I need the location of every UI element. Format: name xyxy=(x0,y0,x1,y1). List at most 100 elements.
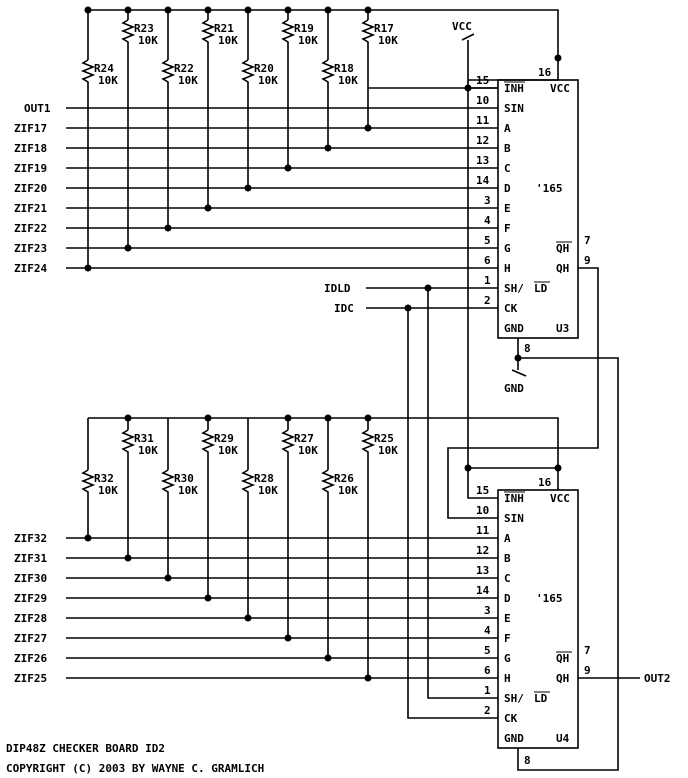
resistor-value: 10K xyxy=(98,484,118,497)
pin-name: A xyxy=(504,532,511,545)
pin-number: 6 xyxy=(484,664,491,677)
copyright-text: COPYRIGHT (C) 2003 BY WAYNE C. GRAMLICH xyxy=(6,762,264,775)
pin-number: 16 xyxy=(538,476,552,489)
pin-number: 6 xyxy=(484,254,491,267)
net-label: ZIF22 xyxy=(14,222,47,235)
pin-number: 7 xyxy=(584,234,591,247)
pin-name: G xyxy=(504,652,511,665)
resistor-ref: R22 xyxy=(174,62,194,75)
pin-name: SIN xyxy=(504,102,524,115)
board-title: DIP48Z CHECKER BOARD ID2 xyxy=(6,742,165,755)
net-label: ZIF32 xyxy=(14,532,47,545)
resistor-value: 10K xyxy=(298,34,318,47)
pin-name: INH xyxy=(504,82,524,95)
pin-number: 2 xyxy=(484,704,491,717)
net-label: ZIF21 xyxy=(14,202,47,215)
pin-name: QH xyxy=(556,262,569,275)
resistor-value: 10K xyxy=(138,34,158,47)
net-labels-top: OUT1 ZIF17 ZIF18 ZIF19 ZIF20 ZIF21 ZIF22… xyxy=(14,102,354,315)
pin-name: D xyxy=(504,592,511,605)
net-label: ZIF25 xyxy=(14,672,47,685)
pin-name: VCC xyxy=(550,82,570,95)
resistor-ref: R30 xyxy=(174,472,194,485)
resistor-value: 10K xyxy=(378,34,398,47)
gnd-label: GND xyxy=(504,382,524,395)
resistor-value: 10K xyxy=(218,444,238,457)
chip-u3-body xyxy=(497,79,579,339)
pin-number: 2 xyxy=(484,294,491,307)
pin-name: GND xyxy=(504,322,524,335)
chip-u4-pins: 15 10 16 11 12 13 14 3 4 5 6 1 2 8 7 9 I… xyxy=(476,476,591,767)
resistor-value: 10K xyxy=(338,74,358,87)
pin-name: E xyxy=(504,202,511,215)
pin-number: 8 xyxy=(524,754,531,767)
pin-name: F xyxy=(504,222,511,235)
pin-number: 1 xyxy=(484,684,491,697)
pin-name: A xyxy=(504,122,511,135)
pin-number: 7 xyxy=(584,644,591,657)
resistor-ref: R18 xyxy=(334,62,354,75)
pin-number: 9 xyxy=(584,664,591,677)
pin-name: H xyxy=(504,672,511,685)
net-labels-bottom: ZIF32 ZIF31 ZIF30 ZIF29 ZIF28 ZIF27 ZIF2… xyxy=(14,532,671,685)
pin-name: C xyxy=(504,572,511,585)
resistor-ref: R32 xyxy=(94,472,114,485)
pin-name: D xyxy=(504,182,511,195)
pin-name: QH xyxy=(556,242,569,255)
pin-number: 3 xyxy=(484,604,491,617)
net-label: ZIF30 xyxy=(14,572,47,585)
resistor-value: 10K xyxy=(178,484,198,497)
pin-name: G xyxy=(504,242,511,255)
chip-part: '165 xyxy=(536,592,563,605)
net-label: ZIF20 xyxy=(14,182,47,195)
resistor-value: 10K xyxy=(258,484,278,497)
resistor-ref: R17 xyxy=(374,22,394,35)
net-label: ZIF17 xyxy=(14,122,47,135)
pin-number: 11 xyxy=(476,524,490,537)
chip-ref: U4 xyxy=(556,732,570,745)
pin-number: 15 xyxy=(476,74,489,87)
pin-name: C xyxy=(504,162,511,175)
pin-number: 8 xyxy=(524,342,531,355)
pin-name: INH xyxy=(504,492,524,505)
pin-number: 10 xyxy=(476,504,489,517)
pin-number: 4 xyxy=(484,624,491,637)
net-label: ZIF31 xyxy=(14,552,47,565)
resistor-value: 10K xyxy=(298,444,318,457)
resistor-ref: R24 xyxy=(94,62,114,75)
resistor-ref: R26 xyxy=(334,472,354,485)
resistor-ref: R23 xyxy=(134,22,154,35)
pin-number: 5 xyxy=(484,644,491,657)
pin-number: 13 xyxy=(476,564,489,577)
pin-name: B xyxy=(504,142,511,155)
chip-u3-pins: 15 10 16 11 12 13 14 3 4 5 6 1 2 8 7 9 I… xyxy=(476,66,591,355)
resistor-value: 10K xyxy=(178,74,198,87)
pin-number: 10 xyxy=(476,94,489,107)
pin-number: 12 xyxy=(476,134,489,147)
pin-name: GND xyxy=(504,732,524,745)
pin-number: 1 xyxy=(484,274,491,287)
resistor-value: 10K xyxy=(218,34,238,47)
pin-name: CK xyxy=(504,712,518,725)
net-label: OUT2 xyxy=(644,672,671,685)
pin-name: VCC xyxy=(550,492,570,505)
pin-name: LD xyxy=(534,282,548,295)
pin-name: B xyxy=(504,552,511,565)
pin-number: 5 xyxy=(484,234,491,247)
net-label: ZIF24 xyxy=(14,262,47,275)
resistor-value: 10K xyxy=(98,74,118,87)
pin-number: 12 xyxy=(476,544,489,557)
resistor-ref: R21 xyxy=(214,22,234,35)
top-section: VCC GND xyxy=(66,6,619,771)
pin-number: 14 xyxy=(476,584,490,597)
net-label: ZIF23 xyxy=(14,242,47,255)
vcc-label: VCC xyxy=(452,20,472,33)
resistor-ref: R29 xyxy=(214,432,234,445)
net-label: IDLD xyxy=(324,282,351,295)
pin-number: 15 xyxy=(476,484,489,497)
pin-name: CK xyxy=(504,302,518,315)
pin-name: SH/ xyxy=(504,692,524,705)
resistor-ref: R27 xyxy=(294,432,314,445)
pin-name: F xyxy=(504,632,511,645)
pin-number: 16 xyxy=(538,66,552,79)
